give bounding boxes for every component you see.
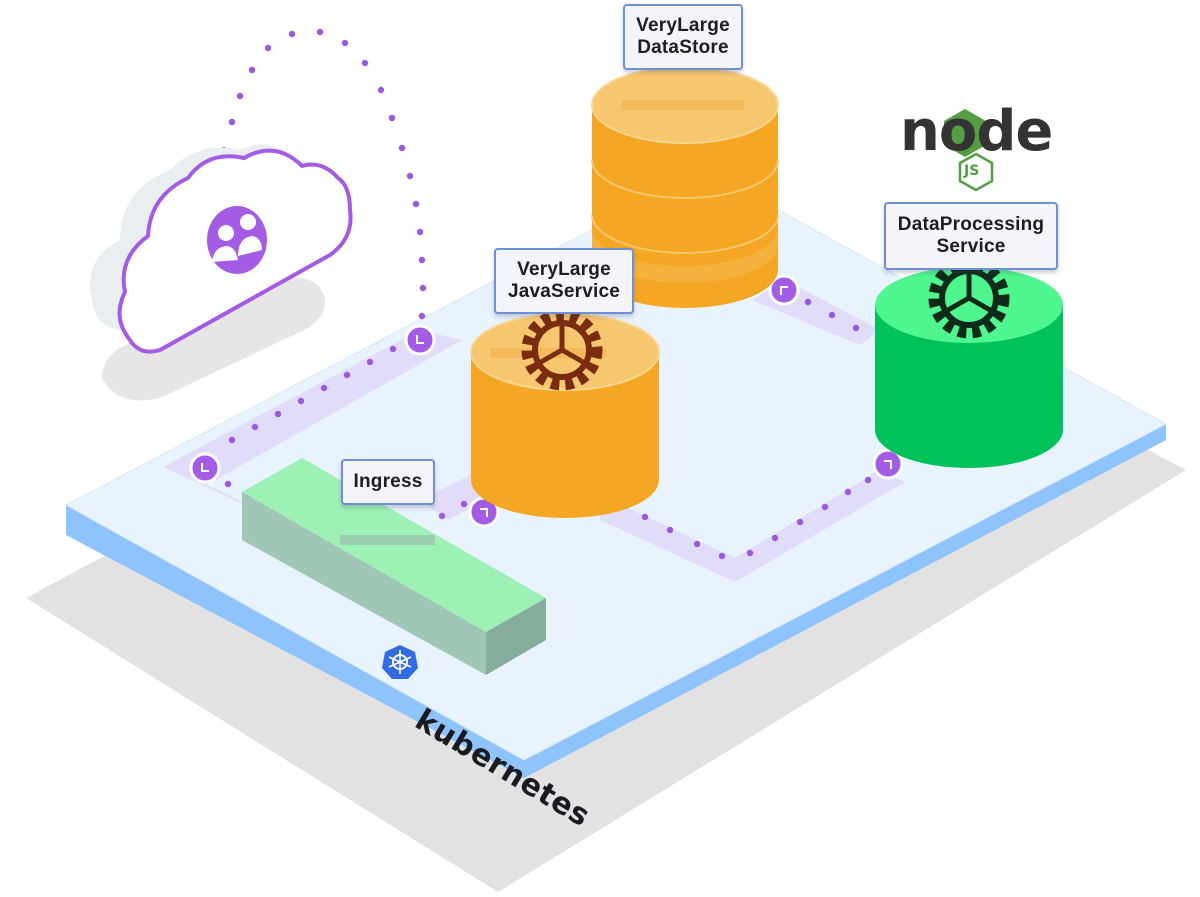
node-logo-wordmark: node (900, 104, 1053, 160)
ingress-label: Ingress (341, 459, 435, 505)
data-processing-cylinder (875, 267, 1063, 468)
data-processing-label-line1: DataProcessing (897, 214, 1045, 235)
arrow-markers (189, 274, 904, 528)
node-js-icon (958, 152, 994, 192)
java-service-label-line1: VeryLarge (517, 259, 611, 280)
kubernetes-icon (382, 645, 418, 679)
node-o-hexagon (944, 109, 986, 157)
java-service-cylinder (470, 313, 660, 518)
node-logo-text: node (900, 99, 1053, 164)
datastore-cylinder (591, 66, 779, 308)
data-processing-label: DataProcessing Service (884, 202, 1058, 270)
cloud-shadow (102, 277, 326, 401)
datastore-label: VeryLarge DataStore (623, 4, 743, 70)
java-service-label: VeryLarge JavaService (494, 248, 634, 314)
data-processing-label-line2: Service (936, 236, 1006, 257)
users-icon (207, 206, 267, 274)
java-service-label-line2: JavaService (507, 281, 621, 302)
ingress-block (242, 458, 546, 675)
datastore-label-line2: DataStore (637, 37, 729, 58)
node-js-badge-text: JS (964, 163, 980, 179)
datastore-label-line1: VeryLarge (636, 15, 730, 36)
ingress-label-text: Ingress (353, 471, 423, 492)
gear-icon-orange (521, 309, 603, 391)
